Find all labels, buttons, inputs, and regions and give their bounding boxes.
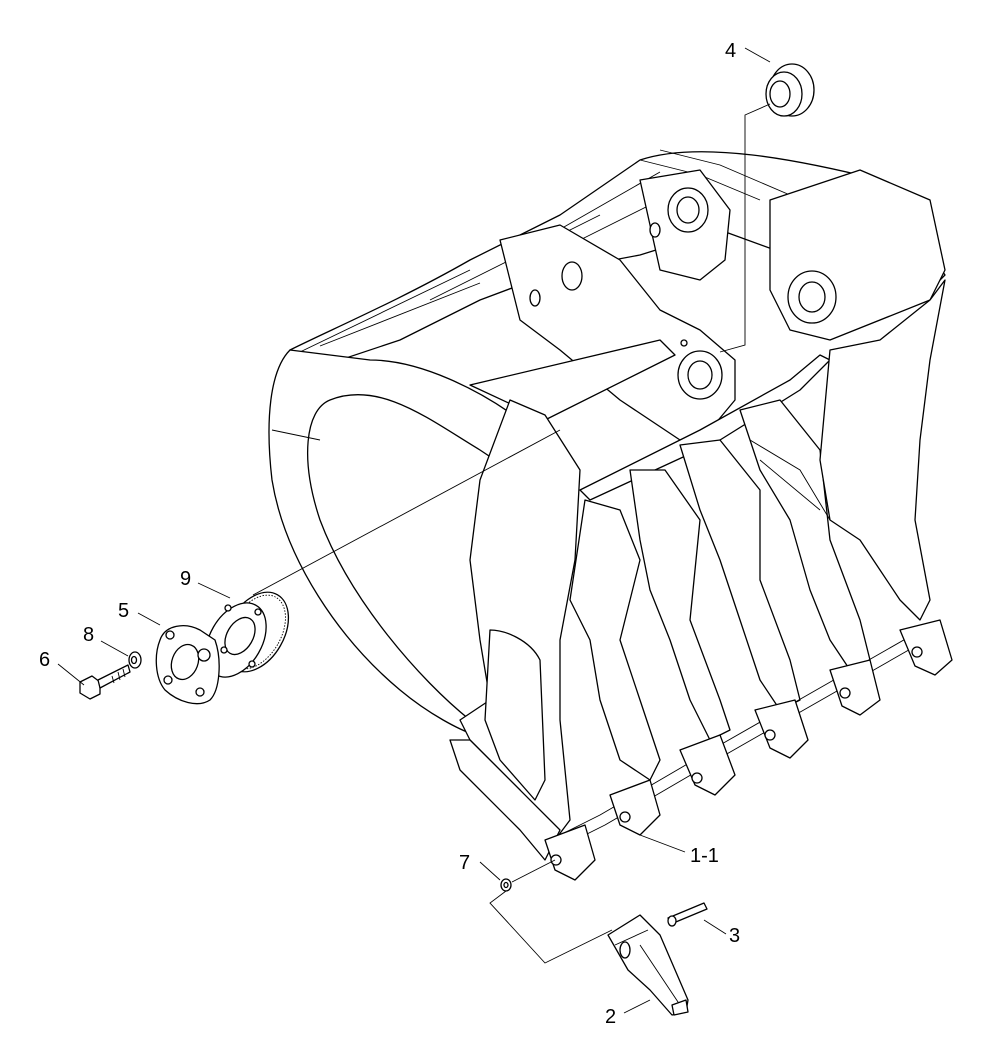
bucket-assembly xyxy=(268,149,953,881)
threaded-ring-part xyxy=(205,591,290,678)
leader-line-4 xyxy=(719,103,771,353)
callout-labels: 4 9 5 8 6 7 1-1 3 2 xyxy=(39,40,740,1028)
tooth-adapters xyxy=(544,619,953,881)
bushing-part xyxy=(765,63,815,117)
callout-2: 2 xyxy=(605,1006,616,1028)
callout-leaders xyxy=(57,47,771,1014)
lock-washer-part xyxy=(500,878,512,892)
callout-5: 5 xyxy=(118,600,129,622)
leader-line-7 xyxy=(511,859,556,883)
callout-3: 3 xyxy=(729,925,740,947)
callout-1-1: 1-1 xyxy=(690,845,719,867)
callout-7: 7 xyxy=(459,852,470,874)
washer-part xyxy=(128,651,142,669)
leader-line-2-7 xyxy=(489,890,613,964)
retaining-pin-part xyxy=(667,902,708,927)
leader-line-9 xyxy=(252,429,561,596)
bucket-tooth-part xyxy=(607,914,689,1016)
bolt-part xyxy=(79,664,131,700)
callout-8: 8 xyxy=(83,624,94,646)
callout-9: 9 xyxy=(180,568,191,590)
callout-6: 6 xyxy=(39,649,50,671)
callout-4: 4 xyxy=(725,40,736,62)
flange-plate-part xyxy=(155,625,220,705)
